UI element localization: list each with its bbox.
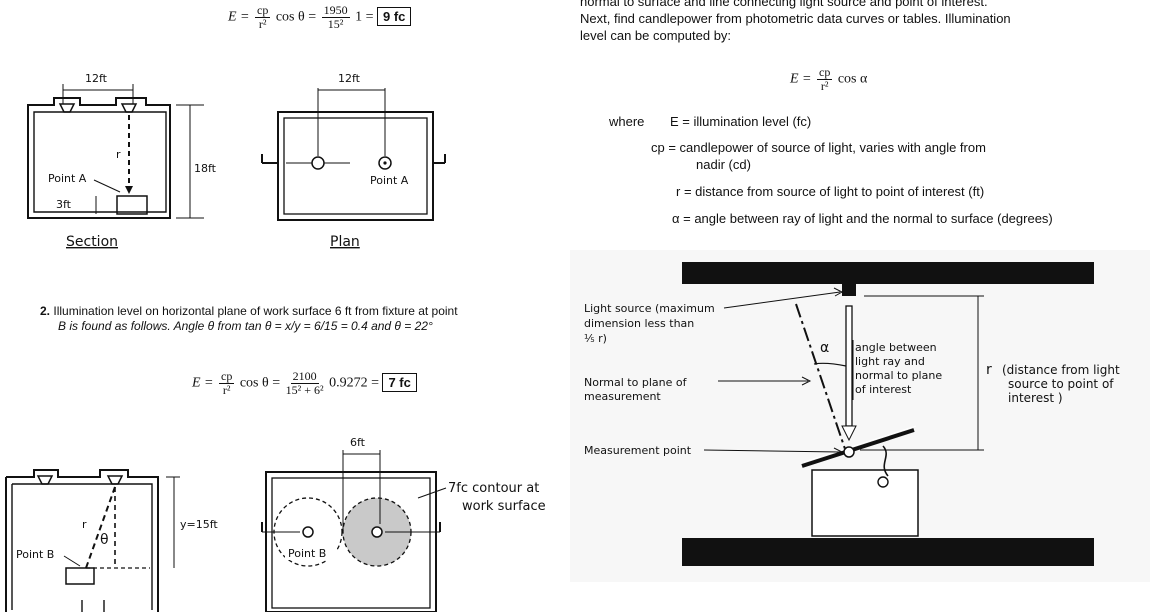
contour-label-2: work surface — [462, 499, 546, 514]
r-desc-2: source to point of — [1008, 377, 1114, 391]
theta-label: θ — [100, 532, 109, 548]
light-source-label-3: ⅕ r) — [584, 332, 607, 345]
def-r: r = distance from source of light to poi… — [676, 184, 985, 199]
plan-room — [277, 111, 434, 221]
item-2-text: 2. Illumination level on horizontal plan… — [40, 304, 458, 333]
figure-section-plan-a: 12ft r Point A 3ft 18ft Section 12ft Poi… — [27, 72, 446, 250]
measurement-point-label: Measurement point — [584, 444, 692, 457]
dim-18ft: 18ft — [194, 162, 217, 175]
r-label-b: r — [82, 518, 87, 531]
light-source-icon — [842, 284, 856, 296]
r-dim-label: r — [986, 362, 992, 378]
contour-label: 7fc contour at — [448, 481, 539, 496]
figure-point-b: r θ Point B y=15ft 6ft Point B 7fc conto… — [5, 436, 546, 612]
y-dim-label: y=15ft — [180, 518, 218, 531]
result-box-1: 9 fc — [377, 6, 412, 26]
fixture-icon — [58, 103, 138, 113]
section-room — [27, 97, 171, 219]
where-label: where — [609, 114, 645, 129]
point-b-label: Point B — [16, 548, 54, 561]
angle-label-4: of interest — [855, 383, 912, 396]
def-alpha: α = angle between ray of light and the n… — [672, 211, 1053, 226]
dim-12ft-plan: 12ft — [338, 72, 361, 85]
normal-label-2: measurement — [584, 390, 661, 403]
def-cp: cp = candlepower of source of light, var… — [651, 140, 986, 155]
angle-label-3: normal to plane — [855, 369, 942, 382]
plan-caption: Plan — [330, 234, 360, 250]
point-a-label: Point A — [48, 172, 87, 185]
plan-room-b — [265, 471, 437, 612]
normal-label-1: Normal to plane of — [584, 376, 688, 389]
point-b-plan-label: Point B — [288, 547, 326, 560]
point-a-plan-label: Point A — [370, 174, 409, 187]
alpha-label: α — [820, 340, 829, 356]
angle-label-2: light ray and — [855, 355, 925, 368]
r-label: r — [116, 148, 121, 161]
intro-text: normal to surface and line connecting li… — [580, 0, 1011, 43]
dim-12ft-section: 12ft — [85, 72, 108, 85]
r-desc-3: interest ) — [1008, 391, 1063, 405]
light-source-label-1: Light source (maximum — [584, 302, 715, 315]
floor-bar — [682, 538, 1094, 566]
work-height-label: 3ft — [56, 198, 72, 211]
dim-6ft: 6ft — [350, 436, 366, 449]
def-e: E = illumination level (fc) — [670, 114, 812, 129]
ceiling-bar — [682, 262, 1094, 284]
r-desc-1: (distance from light — [1002, 363, 1120, 377]
light-source-label-2: dimension less than — [584, 317, 694, 330]
figure-measurement: α Light source (maximum dimension less t… — [570, 250, 1150, 582]
fixture-icon-b — [36, 475, 124, 485]
section-caption: Section — [66, 234, 118, 250]
angle-label-1: angle between — [855, 341, 937, 354]
section-room-b — [5, 469, 159, 612]
result-box-2: 7 fc — [382, 372, 417, 392]
def-cp-cont: nadir (cd) — [696, 157, 751, 172]
work-table — [811, 469, 919, 537]
